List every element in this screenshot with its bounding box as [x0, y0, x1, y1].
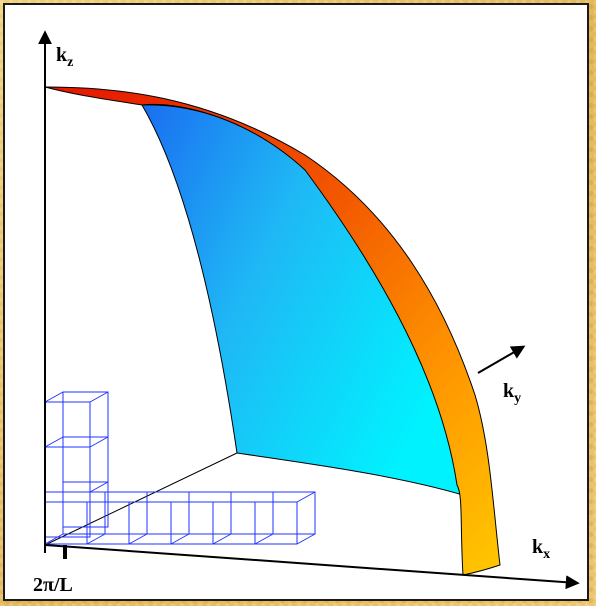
kx-axis — [44, 544, 580, 590]
tick-label: 2π/L — [33, 574, 73, 596]
cube-grid — [44, 391, 316, 545]
kx-label: kx — [532, 536, 550, 562]
diagram-frame: kz ky kx 2π/L — [3, 3, 589, 601]
ky-label: ky — [503, 380, 521, 406]
ky-axis — [477, 345, 526, 374]
floor-diagonal — [44, 452, 238, 546]
k-space-diagram: kz ky kx 2π/L — [33, 30, 580, 596]
kz-label: kz — [56, 44, 73, 70]
